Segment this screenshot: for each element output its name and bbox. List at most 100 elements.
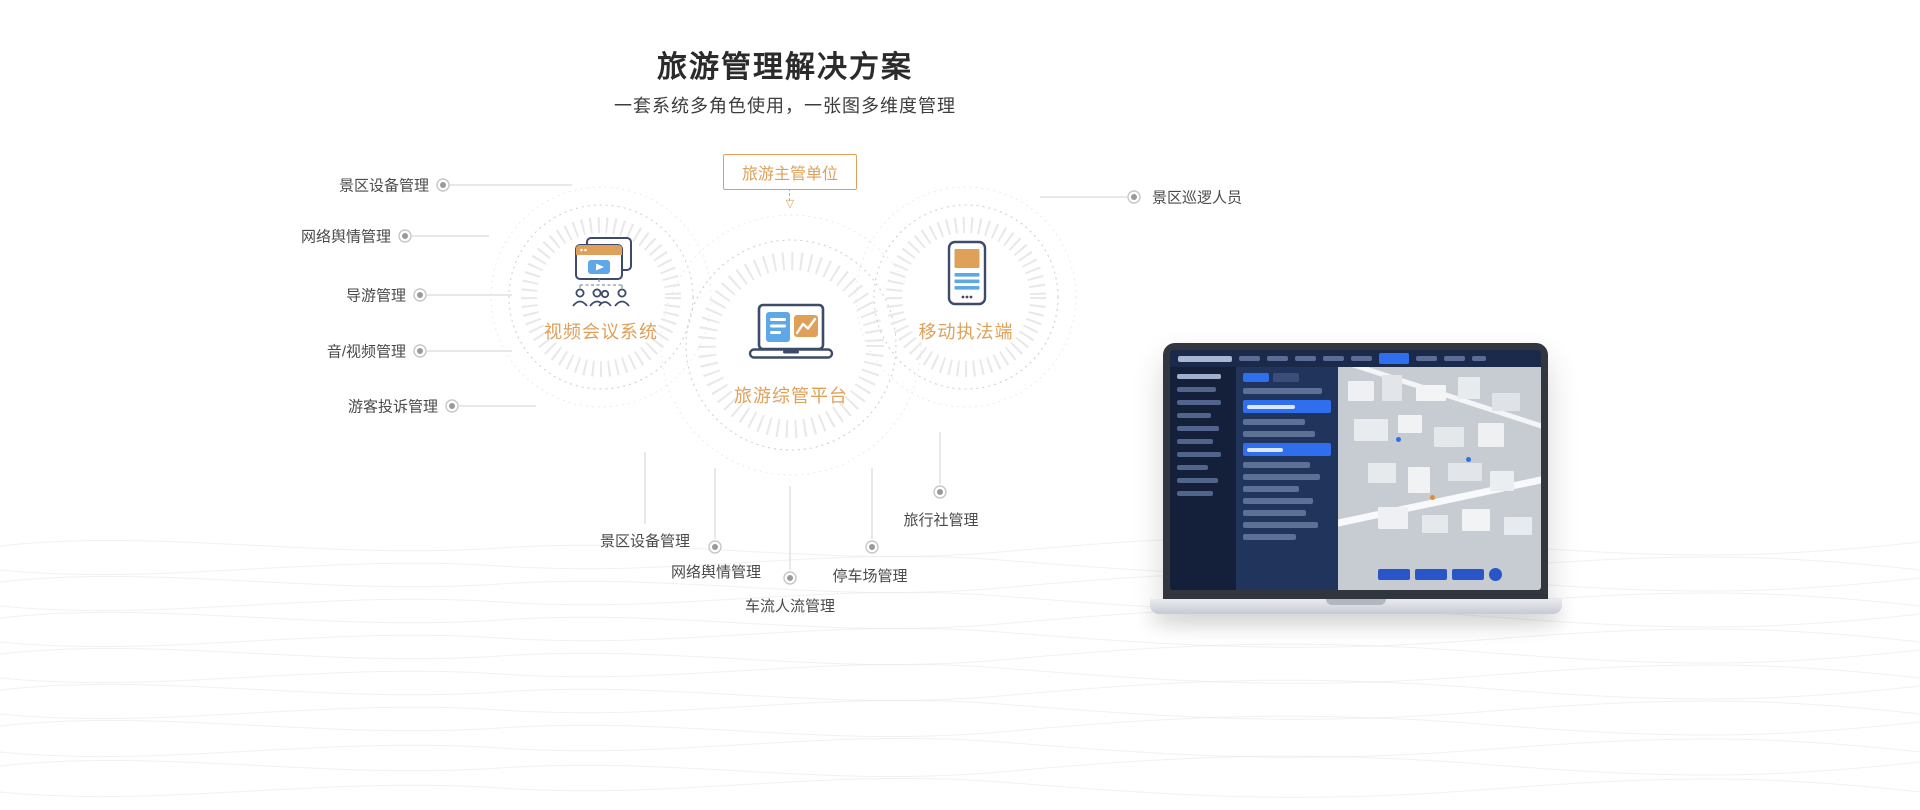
connector-dot [933,485,947,499]
panel-row-selected [1243,443,1331,456]
node-label-mobile: 移动执法端 [918,322,1014,342]
left-label-opinion: 网络舆情管理 [300,228,391,246]
map-building [1408,467,1430,493]
map-building [1448,463,1482,481]
dashboard-nav-item [1351,356,1372,361]
dashboard-topbar [1170,350,1541,367]
map-building [1416,385,1446,401]
dashboard-preview [1170,350,1541,590]
connector-dot [865,540,879,554]
map-building [1490,471,1514,491]
map-building [1462,509,1490,531]
dashboard-nav-item [1416,356,1437,361]
node-ring-video [490,186,712,408]
left-label-complaint: 游客投诉管理 [347,398,438,416]
map-building [1354,419,1388,441]
map-toolbar-button [1488,568,1502,581]
map-toolbar-button [1414,569,1447,580]
page-subtitle: 一套系统多角色使用，一张图多维度管理 [614,96,956,116]
dashboard-logo [1178,355,1232,362]
map-building [1434,427,1464,447]
bottom-label-flow: 车流人流管理 [744,598,836,615]
video-conference-icon [572,237,632,307]
laptop-mockup [1150,340,1562,620]
authority-box-label: 旅游主管单位 [741,166,839,183]
sidebar-item [1177,413,1211,418]
node-label-video-conference: 视频会议系统 [544,322,658,342]
sidebar-item [1177,491,1214,496]
sidebar-item [1177,439,1214,444]
dashboard-map [1338,367,1541,590]
panel-row [1243,419,1305,425]
dashboard-sidebar [1170,367,1236,590]
authority-dashed-connector [789,188,790,201]
panel-row [1243,486,1300,492]
panel-row [1243,431,1316,437]
sidebar-item [1177,478,1218,483]
map-building [1382,375,1402,401]
left-label-av: 音/视频管理 [326,343,406,361]
panel-row [1243,498,1314,504]
map-building [1504,517,1532,535]
laptop-base [1150,599,1562,614]
bottom-label-agency: 旅行社管理 [903,512,979,529]
node-label-platform: 旅游综管平台 [734,386,848,406]
down-arrow-icon: ▽ [785,198,795,210]
map-building [1378,507,1408,529]
bottom-label-parking: 停车场管理 [832,568,908,585]
dashboard-nav-item [1323,356,1344,361]
sidebar-item [1177,387,1216,392]
laptop-base-notch [1326,599,1386,605]
sidebar-item [1177,374,1222,379]
map-building [1398,415,1422,433]
map-building [1348,381,1374,401]
connector-dot [783,571,797,585]
dashboard-nav-item [1295,356,1316,361]
connector-dot [413,288,427,302]
connector-dot [708,540,722,554]
connector-lines [412,184,1127,570]
sidebar-item [1177,465,1209,470]
dashboard-panel [1236,367,1338,590]
map-marker [1396,437,1401,442]
panel-button [1273,373,1299,382]
panel-row [1243,534,1296,540]
panel-row-selected [1243,400,1331,413]
map-toolbar-button [1451,569,1484,580]
left-label-guide: 导游管理 [345,287,406,305]
connector-dot [1127,190,1141,204]
panel-row [1243,474,1321,480]
map-building [1492,393,1520,411]
sidebar-item [1177,426,1219,431]
dashboard-nav-item [1444,356,1465,361]
right-label-patrol: 景区巡逻人员 [1152,189,1243,207]
panel-button [1243,373,1269,382]
map-toolbar [1377,568,1502,581]
panel-row [1243,388,1323,394]
map-building [1478,423,1504,447]
map-marker [1466,457,1471,462]
map-building [1422,515,1448,533]
panel-row [1243,510,1307,516]
dashboard-nav-item [1472,356,1486,361]
panel-row [1243,462,1310,468]
dashboard-nav-item [1267,356,1288,361]
map-marker [1430,495,1435,500]
laptop-platform-icon [748,303,834,359]
map-toolbar-button [1377,569,1410,580]
bottom-label-opinion: 网络舆情管理 [670,564,762,581]
dashboard-body [1170,367,1541,590]
map-building [1458,377,1480,399]
sidebar-item [1177,452,1222,457]
connector-dot [445,399,459,413]
laptop-screen [1163,343,1548,599]
connector-dots [398,178,1141,585]
mobile-terminal-icon [947,240,987,306]
dashboard-nav-item [1239,356,1260,361]
authority-box: 旅游主管单位 [722,154,858,190]
connector-dot [398,229,412,243]
map-building [1368,463,1396,483]
page-title: 旅游管理解决方案 [657,51,913,84]
